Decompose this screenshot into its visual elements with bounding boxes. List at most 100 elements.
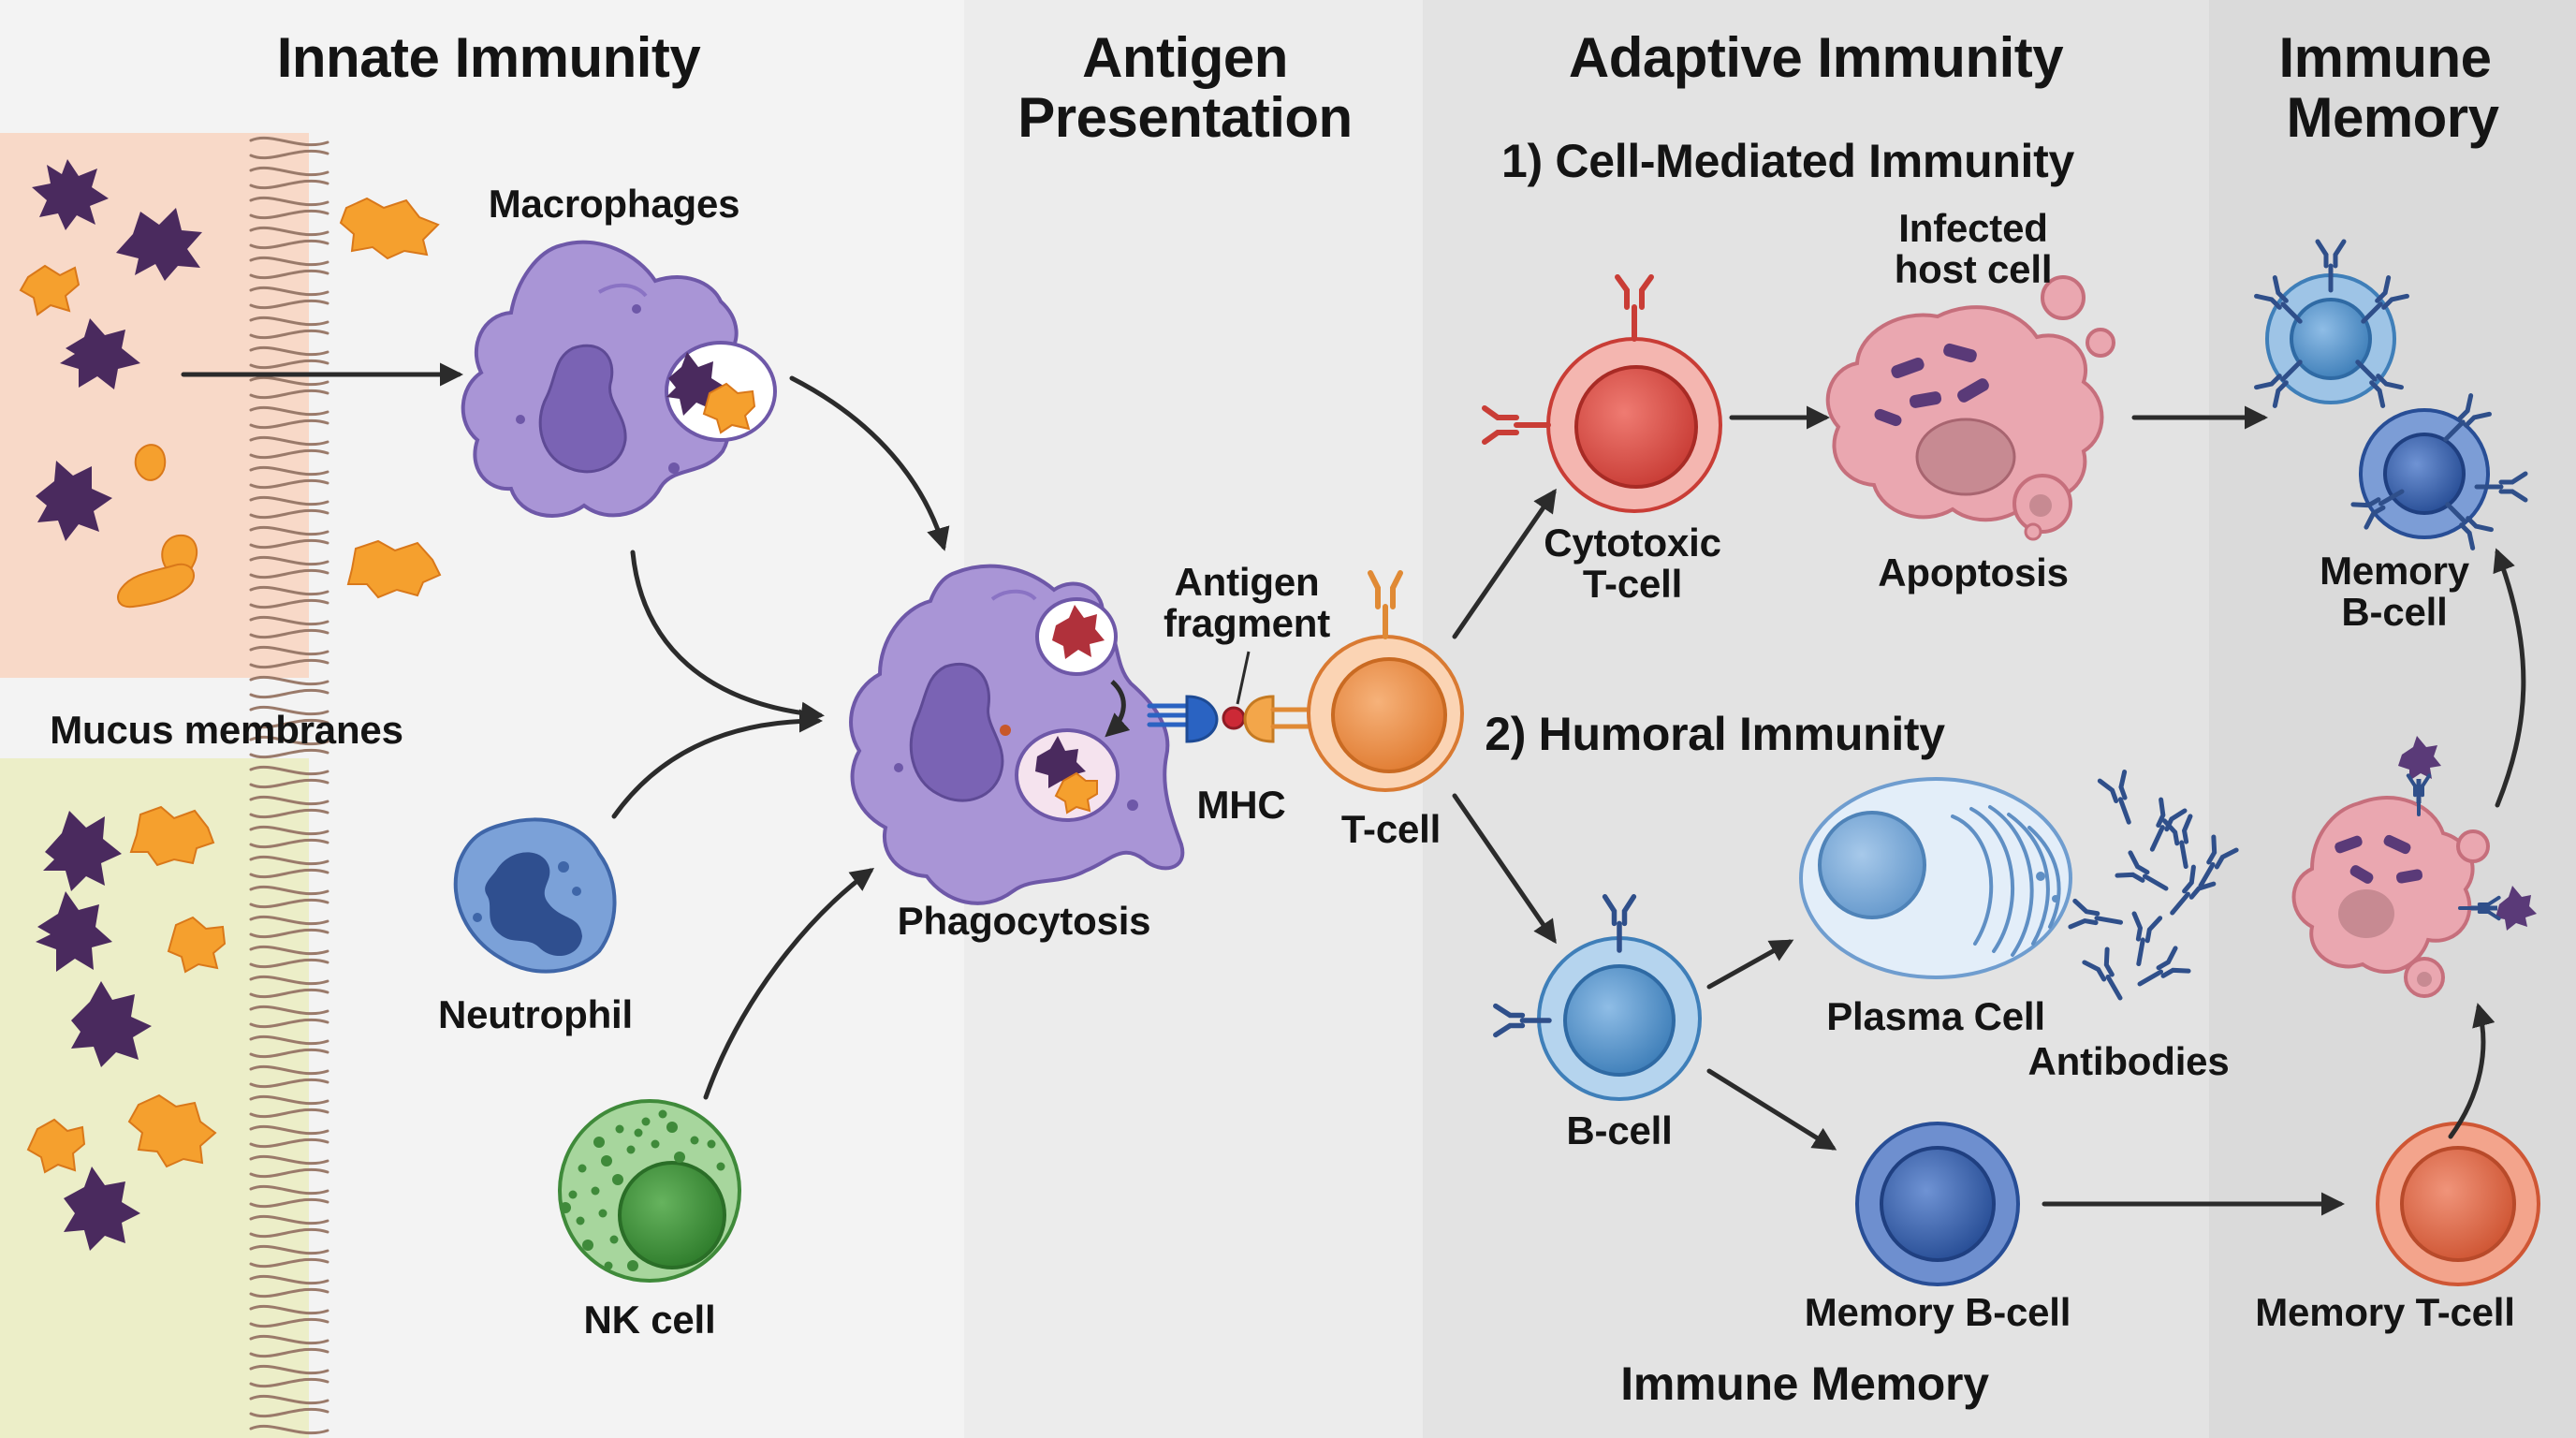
cilium-strand: [249, 1377, 329, 1388]
antibody-shape: [2131, 911, 2163, 967]
cilium-strand: [249, 375, 329, 387]
label-memory-t-cell: Memory T-cell: [2255, 1290, 2515, 1334]
nk-granule: [582, 1240, 593, 1251]
cilium-strand: [249, 239, 329, 250]
cilium-strand: [249, 808, 329, 819]
cilium-strand: [249, 345, 329, 357]
cilium-strand: [249, 1407, 329, 1418]
cilium-strand: [249, 418, 329, 430]
label-b-cell: B-cell: [1566, 1108, 1673, 1152]
label-memory-b-cell: Memory B-cell: [1804, 1290, 2071, 1334]
b-cell-icon: [1537, 936, 1702, 1101]
label-mhc: MHC: [1196, 783, 1286, 827]
cilium-strand: [249, 718, 329, 729]
cilium-strand: [249, 855, 329, 866]
cilium-strand: [249, 299, 329, 310]
cilium-strand: [249, 1137, 329, 1149]
label-neutrophil: Neutrophil: [438, 992, 633, 1036]
antibody-shape: [2474, 471, 2528, 503]
cilium-strand: [249, 555, 329, 566]
label-cytotoxic-line2: T-cell: [1582, 562, 1683, 606]
cilium-strand: [249, 1154, 329, 1166]
cilium-strand: [249, 825, 329, 836]
subsection-cell-mediated-immunity: 1) Cell-Mediated Immunity: [1500, 135, 2075, 187]
memory-b-cell-icon: [2265, 273, 2490, 539]
antibody-shape: [2198, 834, 2239, 888]
cilium-strand: [249, 465, 329, 477]
antibody-shape: [2406, 773, 2432, 817]
section-title-memory-line2: Memory: [2286, 86, 2499, 149]
nk-granule: [601, 1155, 612, 1167]
cilium-strand: [249, 329, 329, 340]
cilium-strand: [249, 315, 329, 327]
nk-granule: [609, 1235, 619, 1244]
antibody-shape: [1493, 1003, 1552, 1038]
label-infected-line1: Infected: [1898, 206, 2048, 250]
section-title-memory-line1: Immune: [2278, 26, 2492, 89]
cilium-strand: [249, 958, 329, 969]
cilium-strand: [249, 1287, 329, 1299]
label-cytotoxic-line1: Cytotoxic: [1544, 521, 1721, 565]
cilium-strand: [249, 1018, 329, 1029]
label-memory-b-top-line2: B-cell: [2341, 590, 2448, 634]
label-antibodies: Antibodies: [2027, 1039, 2230, 1083]
section-title-adaptive-immunity: Adaptive Immunity: [1568, 26, 2064, 89]
cilium-strand: [249, 838, 329, 849]
antibody-shape: [2443, 393, 2492, 442]
section-title-antigen-line2: Presentation: [1017, 86, 1353, 149]
antibody-shape: [2082, 946, 2123, 1001]
cilium-strand: [249, 478, 329, 490]
nk-granule: [593, 1137, 605, 1148]
cilium-strand: [249, 435, 329, 447]
pathogen-icon: [26, 805, 227, 1251]
antibody-icon: [2406, 773, 2501, 921]
cilium-strand: [249, 1257, 329, 1269]
cilium-strand: [249, 1167, 329, 1179]
cilium-strand: [249, 688, 329, 699]
nk-granule: [651, 1139, 660, 1149]
cilium-strand: [249, 598, 329, 609]
label-plasma-cell: Plasma Cell: [1826, 994, 2045, 1038]
label-infected-line2: host cell: [1894, 247, 2053, 291]
nk-cell-icon: [558, 1099, 741, 1283]
antibody-icon: [2254, 239, 2528, 550]
nk-granule: [641, 1117, 651, 1126]
neutrophil-cell-icon: [453, 817, 617, 974]
cilium-strand: [249, 1048, 329, 1059]
nk-granule: [716, 1162, 725, 1171]
label-antigen-fragment-line2: fragment: [1163, 601, 1331, 645]
cilium-strand: [249, 359, 329, 370]
cilium-strand: [249, 1078, 329, 1089]
cilium-strand: [249, 1364, 329, 1375]
infected-host-cell-icon: [1825, 275, 2115, 541]
label-antigen-fragment-line1: Antigen: [1174, 560, 1320, 604]
cilium-strand: [249, 945, 329, 956]
label-macrophages: Macrophages: [488, 182, 740, 226]
antibody-shape: [2355, 360, 2404, 408]
antibody-shape: [2068, 898, 2124, 930]
macrophage-cell-icon: [461, 240, 777, 518]
cilium-strand: [249, 1304, 329, 1315]
memory-t-cell-icon: [2376, 1122, 2540, 1286]
cilium-strand: [249, 1005, 329, 1016]
memory-b-cell-icon: [1855, 1122, 2020, 1286]
cilium-strand: [249, 525, 329, 536]
section-title-antigen-line1: Antigen: [1082, 26, 1288, 89]
label-apoptosis: Apoptosis: [1878, 550, 2069, 594]
cilium-strand: [249, 179, 329, 190]
cilium-strand: [249, 615, 329, 626]
cilium-strand: [249, 166, 329, 177]
nk-granule: [578, 1164, 587, 1173]
cilium-strand: [249, 675, 329, 686]
cilium-strand: [249, 915, 329, 926]
antibody-shape: [2170, 864, 2217, 916]
cilium-strand: [249, 585, 329, 596]
cilium-strand: [249, 1214, 329, 1225]
antibody-shape: [2457, 895, 2501, 921]
cilium-strand: [249, 1424, 329, 1435]
cilium-strand: [249, 1244, 329, 1255]
cilium-strand: [249, 495, 329, 506]
cilium-strand: [249, 645, 329, 656]
cilium-strand: [249, 256, 329, 267]
nk-granule: [658, 1109, 667, 1119]
